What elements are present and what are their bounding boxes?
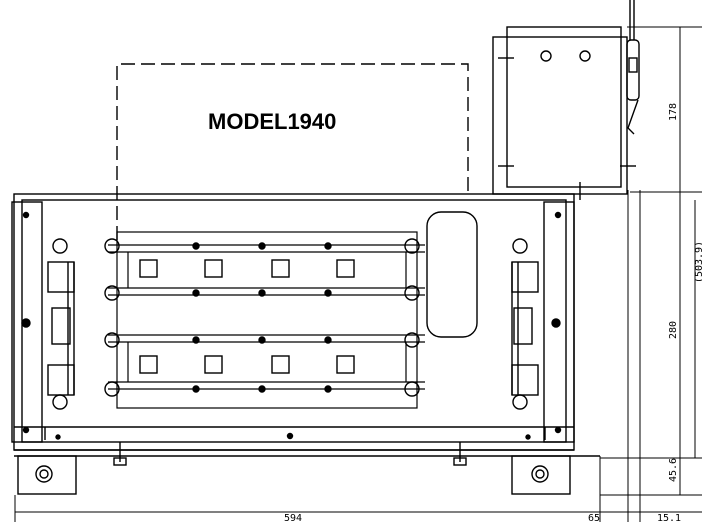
- model-label: MODEL1940: [208, 109, 336, 134]
- dim-body-height: 280: [668, 321, 679, 339]
- terminal-screws: [104, 238, 420, 397]
- right-side-panel: [511, 201, 575, 443]
- strip-screws: [55, 242, 531, 440]
- side-window: [426, 211, 478, 338]
- dim-side-depth: 65: [588, 513, 600, 522]
- left-foot: [17, 455, 77, 495]
- bottom-rail: [14, 442, 600, 466]
- terminal-block: [108, 231, 425, 409]
- dim-foot-height: 45.6: [668, 458, 679, 482]
- top-cover-outline: [116, 63, 469, 240]
- right-foot: [511, 455, 571, 495]
- dim-top-height: 178: [668, 103, 679, 121]
- dim-side-offset: 15.1: [657, 513, 681, 522]
- dim-overall-height: (503.9): [694, 241, 702, 283]
- square-windows: [139, 259, 355, 374]
- dim-width: 594: [284, 513, 302, 522]
- dimension-lines: [14, 26, 702, 522]
- left-side-panel: [11, 201, 75, 443]
- cable-connector: [626, 0, 640, 135]
- top-right-box: [492, 26, 636, 200]
